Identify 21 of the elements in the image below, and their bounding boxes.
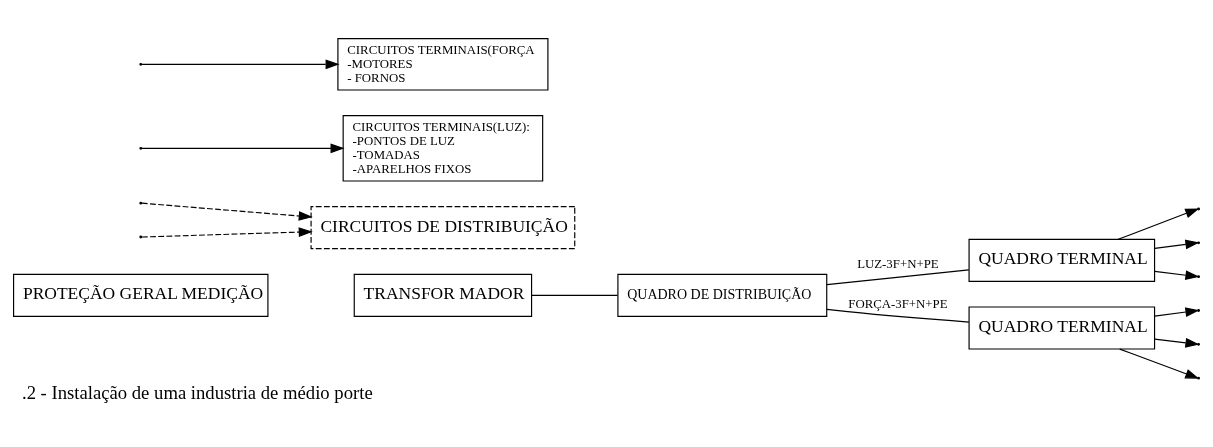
arrow <box>1154 269 1200 280</box>
node-box: CIRCUITOS TERMINAIS(LUZ): -PONTOS DE LUZ -TOMADAS -APARELHOS FIXOS <box>342 114 544 182</box>
connector <box>531 294 619 296</box>
arrow <box>1154 306 1200 317</box>
node-box: QUADRO TERMINAL <box>968 305 1156 350</box>
node-box: CIRCUITOS TERMINAIS(FORÇA -MOTORES - FORNOS <box>337 37 549 91</box>
node-box: QUADRO DE DISTRIBUIÇÃO <box>617 273 828 317</box>
node-box: QUADRO TERMINAL <box>968 238 1156 282</box>
arrow <box>141 58 340 69</box>
node-box: CIRCUITOS DE DISTRIBUIÇÃO <box>310 205 576 249</box>
arrow <box>1154 337 1200 348</box>
node-box: PROTEÇÃO GERAL MEDIÇÃO <box>13 273 269 317</box>
arrow <box>141 226 313 238</box>
connector <box>826 308 970 323</box>
arrow <box>141 142 345 153</box>
arrow <box>141 202 313 221</box>
connector <box>826 268 970 285</box>
edge-label: LUZ-3F+N+PE <box>857 256 939 271</box>
edge-label: FORÇA-3F+N+PE <box>848 296 948 311</box>
node-box: TRANSFOR MADOR <box>353 273 533 317</box>
caption: .2 - Instalação de uma industria de médio porte <box>21 381 373 403</box>
